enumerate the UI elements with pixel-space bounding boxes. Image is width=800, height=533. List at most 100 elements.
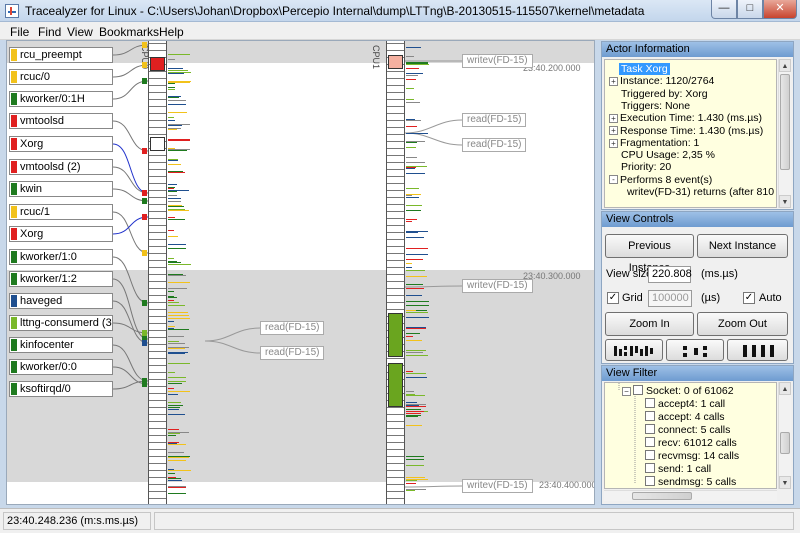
actor-info-line[interactable]: +Instance: 1120/2764: [609, 75, 714, 87]
next-instance-button[interactable]: Next Instance: [697, 234, 788, 258]
expand-icon[interactable]: +: [609, 113, 618, 123]
trace-view[interactable]: CPU0 CPU1 23:40.200.000 23:40.300.000 23…: [6, 40, 595, 505]
cpu-row-separator: [149, 337, 166, 338]
filter-checkbox[interactable]: [645, 463, 655, 473]
actor-label[interactable]: kinfocenter: [9, 337, 113, 353]
minimize-button[interactable]: —: [711, 0, 737, 19]
close-button[interactable]: ✕: [763, 0, 797, 19]
menu-view[interactable]: View: [67, 25, 93, 39]
actor-label[interactable]: rcuc/1: [9, 204, 113, 220]
execution-block[interactable]: [150, 137, 165, 151]
actor-label[interactable]: rcu_preempt: [9, 47, 113, 63]
event-label[interactable]: read(FD-15): [462, 113, 527, 127]
actor-color-swatch: [11, 273, 17, 285]
menu-help[interactable]: Help: [159, 25, 184, 39]
expand-icon[interactable]: +: [609, 138, 618, 148]
event-label[interactable]: read(FD-15): [260, 321, 325, 335]
execution-block[interactable]: [388, 313, 403, 357]
layout-bars-button[interactable]: [727, 339, 788, 361]
cpu1-column[interactable]: [386, 41, 405, 504]
filter-checkbox[interactable]: [645, 476, 655, 486]
actor-info-line[interactable]: writev(FD-31) returns (after 810 µs): [627, 186, 776, 198]
actor-info-line[interactable]: +Response Time: 1.430 (ms.µs): [609, 125, 763, 137]
actor-info-line[interactable]: Priority: 20: [609, 161, 671, 173]
actor-label[interactable]: lttng-consumerd (3): [9, 315, 113, 331]
actor-info-line[interactable]: -Performs 8 event(s): [609, 174, 712, 186]
filter-checkbox[interactable]: [645, 424, 655, 434]
filter-item[interactable]: accept: 4 calls: [645, 411, 725, 423]
menu-bookmarks[interactable]: Bookmarks: [99, 25, 160, 39]
filter-item[interactable]: send: 1 call: [645, 463, 711, 475]
expand-icon[interactable]: +: [609, 126, 618, 136]
expand-icon[interactable]: +: [609, 77, 618, 87]
view-filter-scrollbar[interactable]: ▲ ▼: [778, 382, 791, 489]
previous-instance-button[interactable]: Previous Instance: [605, 234, 694, 274]
execution-block[interactable]: [150, 57, 165, 71]
auto-checkbox[interactable]: ✓: [743, 292, 755, 304]
cpu0-column[interactable]: [148, 41, 167, 504]
grid-value-input[interactable]: 100000: [648, 290, 692, 307]
actor-label[interactable]: ksoftirqd/0: [9, 381, 113, 397]
actor-label[interactable]: vmtoolsd: [9, 113, 113, 129]
actor-label[interactable]: kworker/0:0: [9, 359, 113, 375]
actor-info-line[interactable]: +Fragmentation: 1: [609, 137, 699, 149]
event-label[interactable]: writev(FD-15): [462, 54, 533, 68]
filter-checkbox[interactable]: [645, 398, 655, 408]
actor-info-line[interactable]: Triggers: None: [609, 100, 690, 112]
view-size-input[interactable]: 220.808: [648, 266, 692, 283]
collapse-icon[interactable]: −: [622, 386, 631, 396]
scroll-down-icon[interactable]: ▼: [779, 195, 791, 208]
event-tick: [406, 340, 422, 341]
event-label[interactable]: read(FD-15): [462, 138, 527, 152]
execution-block[interactable]: [388, 363, 403, 407]
actor-label[interactable]: kwin: [9, 181, 113, 197]
filter-item[interactable]: recv: 61012 calls: [645, 437, 737, 449]
event-label[interactable]: writev(FD-15): [462, 479, 533, 493]
filter-root[interactable]: −Socket: 0 of 61062: [622, 385, 734, 397]
zoom-in-button[interactable]: Zoom In: [605, 312, 694, 336]
scroll-thumb[interactable]: [780, 74, 790, 170]
view-size-unit: (ms.µs): [701, 268, 738, 280]
scroll-down-icon[interactable]: ▼: [779, 476, 791, 489]
scroll-thumb[interactable]: [780, 432, 790, 454]
execution-block[interactable]: [388, 55, 403, 69]
layout-step-button[interactable]: [666, 339, 724, 361]
grid-checkbox[interactable]: ✓: [607, 292, 619, 304]
filter-checkbox[interactable]: [633, 385, 643, 395]
menu-find[interactable]: Find: [38, 25, 62, 39]
actor-label[interactable]: haveged: [9, 293, 113, 309]
event-label[interactable]: writev(FD-15): [462, 279, 533, 293]
filter-checkbox[interactable]: [645, 450, 655, 460]
filter-item[interactable]: accept4: 1 call: [645, 398, 725, 410]
maximize-button[interactable]: □: [737, 0, 763, 19]
scroll-up-icon[interactable]: ▲: [779, 382, 791, 395]
actor-label[interactable]: rcuc/0: [9, 69, 113, 85]
cpu-row-separator: [149, 85, 166, 86]
collapse-icon[interactable]: -: [609, 175, 618, 185]
filter-item[interactable]: connect: 5 calls: [645, 424, 730, 436]
layout-compact-button[interactable]: [605, 339, 663, 361]
filter-checkbox[interactable]: [645, 411, 655, 421]
actor-info-scrollbar[interactable]: ▲ ▼: [778, 59, 791, 208]
actor-info-line[interactable]: CPU Usage: 2,35 %: [609, 149, 715, 161]
filter-checkbox[interactable]: [645, 437, 655, 447]
actor-label[interactable]: kworker/0:1H: [9, 91, 113, 107]
event-label[interactable]: read(FD-15): [260, 346, 325, 360]
actor-label[interactable]: Xorg: [9, 136, 113, 152]
filter-item[interactable]: sendmsg: 5 calls: [645, 476, 736, 488]
actor-info-line[interactable]: Task Xorg: [619, 63, 670, 75]
actor-label[interactable]: kworker/1:0: [9, 249, 113, 265]
view-filter-hscrollbar[interactable]: [604, 490, 777, 501]
filter-item[interactable]: recvmsg: 14 calls: [645, 450, 739, 462]
actor-label[interactable]: Xorg: [9, 226, 113, 242]
hscroll-thumb[interactable]: [632, 492, 692, 500]
zoom-out-button[interactable]: Zoom Out: [697, 312, 788, 336]
menu-file[interactable]: File: [10, 25, 30, 39]
scroll-up-icon[interactable]: ▲: [779, 59, 791, 72]
actor-label[interactable]: vmtoolsd (2): [9, 159, 113, 175]
actor-info-line[interactable]: Triggered by: Xorg: [609, 88, 708, 100]
actor-label[interactable]: kworker/1:2: [9, 271, 113, 287]
actor-info-line[interactable]: +Execution Time: 1.430 (ms.µs): [609, 112, 762, 124]
